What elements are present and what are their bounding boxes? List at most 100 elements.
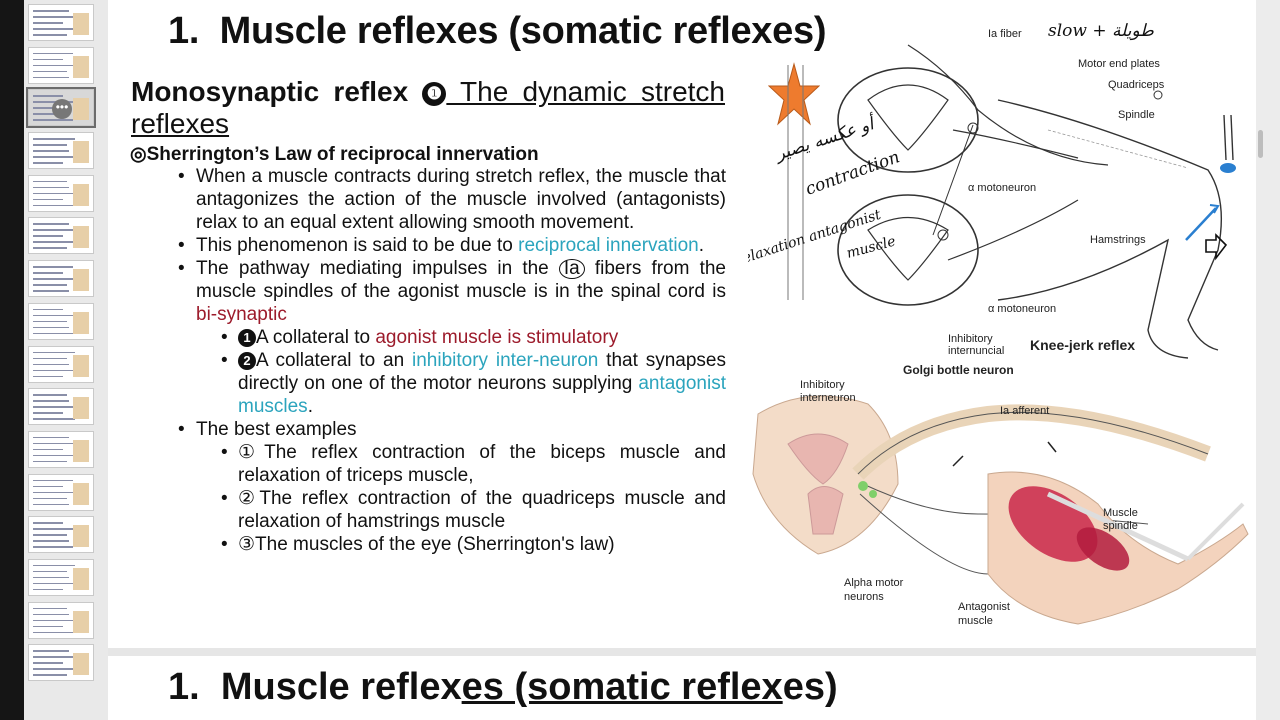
slide-thumbnail[interactable]	[28, 430, 94, 468]
thumbnail-text-line	[33, 588, 63, 591]
number-one-icon: 1	[238, 329, 256, 347]
window-edge	[0, 0, 24, 720]
thumbnail-text-line	[33, 656, 73, 658]
thumbnail-text-line	[33, 320, 67, 323]
slide-thumbnail[interactable]	[28, 46, 94, 84]
thumbnail-text-line	[33, 156, 73, 158]
bullet-item: The pathway mediating impulses in the Ia…	[178, 257, 726, 326]
slide-thumbnail[interactable]: •••	[26, 87, 96, 129]
thumbnail-text-line	[33, 70, 67, 73]
slide-panel: •••	[0, 0, 108, 720]
law-title: ◎Sherrington’s Law of reciprocal innerva…	[130, 143, 539, 166]
example-item: ③The muscles of the eye (Sherrington's l…	[178, 533, 726, 556]
star-icon	[768, 62, 820, 126]
thumbnail-text-line	[33, 570, 67, 573]
slide-thumbnail[interactable]	[28, 601, 94, 639]
thumbnail-text-line	[33, 16, 73, 18]
thumbnail-text-line	[33, 119, 73, 121]
thumbnail-image	[73, 439, 89, 462]
thumbnail-text-line	[33, 534, 67, 536]
thumbnail-text-line	[33, 10, 69, 12]
handwritten-relaxation: relaxation antagonist	[748, 207, 883, 269]
thumbnail-text-line	[33, 668, 75, 670]
slide-thumbnail[interactable]	[28, 217, 94, 255]
thumbnail-text-line	[33, 400, 69, 402]
thumbnail-text-line	[33, 64, 75, 67]
thumbnail-text-line	[33, 479, 73, 482]
label-spindle: Spindle	[1118, 109, 1155, 121]
title-part: Muscle reflex	[220, 666, 462, 708]
vertical-scrollbar[interactable]	[1256, 0, 1280, 720]
thumbnail-rail: •••	[26, 4, 96, 687]
bullet-item: When a muscle contracts during stretch r…	[178, 165, 726, 234]
label-quadriceps: Quadriceps	[1108, 79, 1165, 91]
slide-thumbnail[interactable]	[28, 302, 94, 340]
label-alpha-motor: Alpha motor	[844, 577, 904, 589]
more-options-icon[interactable]: •••	[52, 99, 72, 120]
thumbnail-text-line	[33, 363, 69, 365]
thumbnail-text-line	[33, 576, 69, 579]
title-number: 1.	[168, 10, 200, 52]
thumbnail-text-line	[33, 192, 73, 195]
slide-thumbnail[interactable]	[28, 260, 94, 298]
thumbnail-text-line	[33, 247, 67, 249]
thumbnail-text-line	[33, 460, 67, 463]
thumbnail-text-line	[33, 375, 63, 377]
section-heading: Monosynaptic reflex ❶ The dynamic stretc…	[131, 76, 725, 140]
label-antagonist: Antagonist	[958, 601, 1010, 613]
thumbnail-text-line	[33, 442, 73, 445]
thumbnail-text-line	[33, 229, 73, 231]
thumbnail-image	[73, 567, 89, 590]
law-title-text: Sherrington’s Law of reciprocal innervat…	[146, 144, 539, 165]
scrollbar-thumb[interactable]	[1258, 130, 1263, 158]
slide-thumbnail[interactable]	[28, 4, 94, 41]
knee-jerk-diagram: Ia fiber Motor end plates Quadriceps Spi…	[748, 21, 1236, 377]
sub-bullet-item: 2A collateral to an inhibitory inter-neu…	[178, 349, 726, 418]
next-slide[interactable]: 1. Muscle reflexes (somatic reflexes)	[108, 656, 1256, 720]
slide-thumbnail[interactable]	[28, 132, 94, 170]
thumbnail-text-line	[33, 625, 63, 628]
thumbnail-text-line	[33, 412, 63, 414]
slide-thumbnail[interactable]	[28, 388, 94, 426]
thumbnail-image	[73, 482, 89, 505]
thumbnail-text-line	[33, 357, 67, 359]
highlight-text: agonist muscle is stimulatory	[375, 327, 619, 348]
next-slide-title: 1. Muscle reflexes (somatic reflexes)	[168, 666, 838, 709]
thumbnail-text-line	[33, 76, 69, 79]
heading-rest: The dynamic stretch reflexes	[131, 76, 725, 139]
thumbnail-text-line	[33, 113, 69, 115]
thumbnail-text-line	[33, 278, 75, 280]
slide-thumbnail[interactable]	[28, 345, 94, 383]
label-spindle: spindle	[1103, 520, 1138, 532]
title-part: es)	[782, 666, 838, 708]
thumbnail-text-line	[33, 138, 75, 140]
thumbnail-text-line	[33, 272, 63, 274]
slide-thumbnail[interactable]	[28, 473, 94, 511]
thumbnail-text-line	[33, 436, 69, 439]
slide-thumbnail[interactable]	[28, 644, 94, 682]
bullet-item: This phenomenon is said to be due to rec…	[178, 234, 726, 257]
slide-thumbnail[interactable]	[28, 174, 94, 212]
bullet-text: When a muscle contracts during stretch r…	[196, 166, 726, 233]
thumbnail-text-line	[33, 198, 63, 201]
example-text: ①The reflex contraction of the biceps mu…	[238, 442, 726, 486]
thumbnail-text-line	[33, 150, 69, 152]
slide-thumbnail[interactable]	[28, 516, 94, 554]
thumbnail-text-line	[33, 326, 69, 329]
slide-thumbnail[interactable]	[28, 558, 94, 596]
thumbnail-text-line	[33, 613, 69, 616]
thumbnail-text-line	[33, 491, 75, 494]
example-text: ③The muscles of the eye (Sherrington's l…	[238, 534, 615, 555]
thumbnail-text-line	[33, 448, 63, 451]
label-ia-afferent: Ia afferent	[1000, 405, 1049, 417]
thumbnail-text-line	[33, 204, 75, 207]
label-motoneuron-2: α motoneuron	[988, 303, 1056, 315]
slide-body: When a muscle contracts during stretch r…	[178, 165, 726, 556]
thumbnail-text-line	[33, 290, 69, 292]
thumbnail-text-line	[33, 351, 75, 353]
bullet-text: fibers from the muscle spindles of the a…	[196, 258, 726, 302]
thumbnail-text-line	[33, 485, 63, 488]
thumbnail-text-line	[33, 406, 73, 408]
bullseye-icon: ◎	[130, 144, 147, 165]
bullet-text: that synapses directly on one of the mot…	[238, 350, 726, 394]
